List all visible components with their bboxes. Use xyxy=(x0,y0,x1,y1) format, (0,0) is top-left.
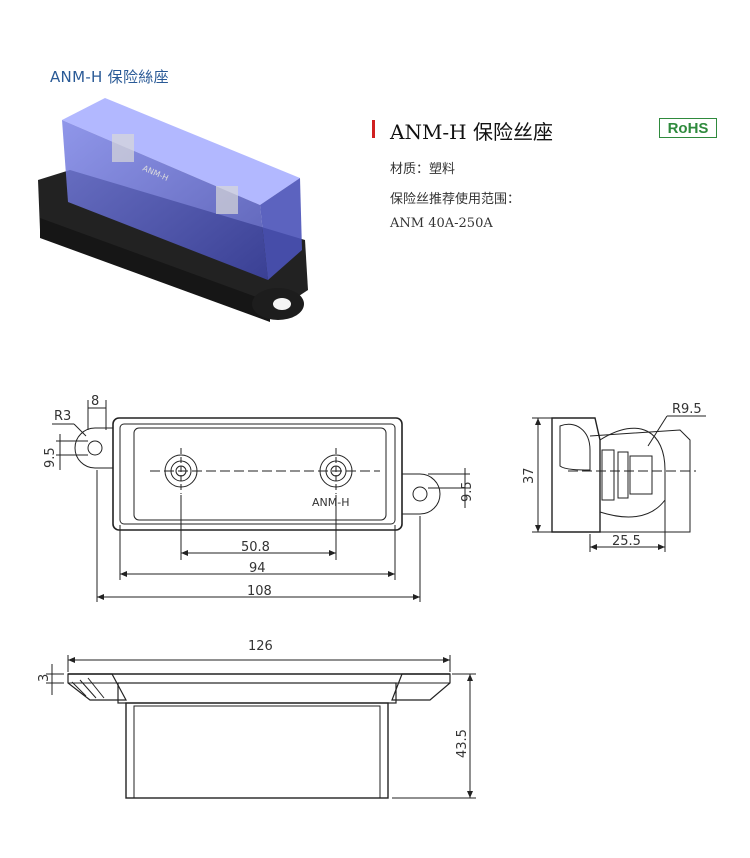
range-label: 保险丝推荐使用范围： xyxy=(390,192,521,207)
dim-radius-r3: R3 xyxy=(54,409,71,424)
dim-pitch: 50.8 xyxy=(241,540,270,555)
material-text: 材质：塑料 xyxy=(390,162,456,177)
dim-radius-r9-5: R9.5 xyxy=(672,402,702,417)
product-photo: ANM-H xyxy=(30,90,330,354)
dim-side-height: 37 xyxy=(522,467,537,484)
dim-slot-width: 8 xyxy=(91,394,99,409)
dim-side-depth: 25.5 xyxy=(612,534,641,549)
dim-bottom-width: 126 xyxy=(248,639,273,654)
dim-bottom-height: 43.5 xyxy=(455,729,470,758)
product-name: ANM-H 保险丝座 xyxy=(390,120,553,144)
range-value: ANM 40A-250A xyxy=(390,216,493,231)
accent-bar xyxy=(372,120,375,138)
dim-overall: 108 xyxy=(247,584,272,599)
product-info: ANM-H 保险丝座 RoHS 材质：塑料 保险丝推荐使用范围： ANM 40A… xyxy=(372,112,732,242)
dim-hole-right: 9.5 xyxy=(460,481,475,502)
dim-hole-left: 9.5 xyxy=(43,447,58,468)
page-title: ANM-H 保险絲座 xyxy=(50,68,169,86)
dim-inner: 94 xyxy=(249,561,266,576)
rohs-badge: RoHS xyxy=(659,118,717,138)
front-model-label: ANM-H xyxy=(312,496,350,509)
dim-flange: 3 xyxy=(37,674,52,682)
